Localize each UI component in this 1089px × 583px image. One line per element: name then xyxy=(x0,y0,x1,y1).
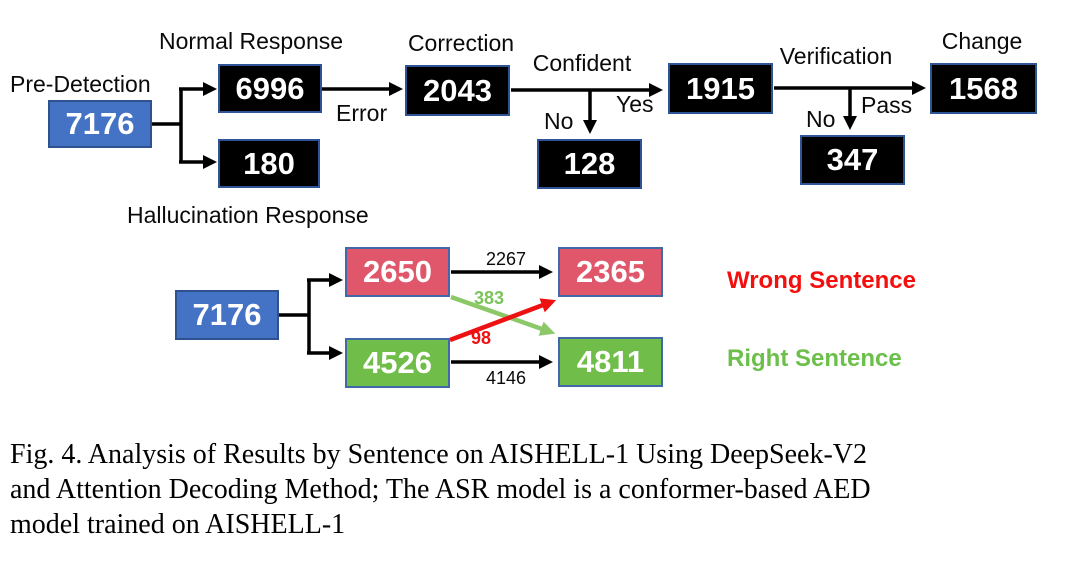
caption-line-2: and Attention Decoding Method; The ASR m… xyxy=(10,474,871,505)
right-sentence-legend: Right Sentence xyxy=(727,345,902,372)
node-confident: 1915 xyxy=(668,63,773,114)
correction-label: Correction xyxy=(407,30,515,56)
verification-pass-label: Pass xyxy=(861,92,913,118)
node-pre-detection-total: 7176 xyxy=(48,100,152,148)
hallucination-response-label: Hallucination Response xyxy=(127,202,369,228)
node-correction: 2043 xyxy=(405,65,510,116)
node-wrong-before: 2650 xyxy=(345,247,450,297)
confident-label: Confident xyxy=(532,50,632,76)
confident-yes-label: Yes xyxy=(616,91,654,117)
caption-line-3: model trained on AISHELL-1 xyxy=(10,509,346,540)
node-verification-failed: 347 xyxy=(800,135,905,185)
count-wrong-to-wrong: 2267 xyxy=(486,249,527,269)
node-right-before: 4526 xyxy=(345,338,450,388)
confident-no-label: No xyxy=(544,108,574,134)
error-label: Error xyxy=(336,100,388,126)
count-right-to-wrong: 98 xyxy=(471,328,492,348)
wrong-sentence-legend: Wrong Sentence xyxy=(727,267,916,294)
figure-caption: Fig. 4. Analysis of Results by Sentence … xyxy=(10,437,871,542)
node-hallucination-response: 180 xyxy=(218,139,320,188)
verification-label: Verification xyxy=(779,43,893,69)
count-right-to-right: 4146 xyxy=(486,368,527,388)
node-normal-response: 6996 xyxy=(218,64,322,113)
count-wrong-to-right: 383 xyxy=(474,288,505,308)
node-change: 1568 xyxy=(930,63,1037,114)
node-not-confident: 128 xyxy=(537,139,642,189)
node-bottom-total: 7176 xyxy=(175,290,279,340)
normal-response-label: Normal Response xyxy=(158,28,344,54)
caption-line-1: Fig. 4. Analysis of Results by Sentence … xyxy=(10,439,868,470)
change-label: Change xyxy=(941,28,1023,54)
pre-detection-label: Pre-Detection xyxy=(10,71,151,97)
node-wrong-after: 2365 xyxy=(558,247,663,297)
verification-no-label: No xyxy=(806,106,836,132)
node-right-after: 4811 xyxy=(558,337,663,387)
edge-right-to-wrong xyxy=(449,298,557,343)
